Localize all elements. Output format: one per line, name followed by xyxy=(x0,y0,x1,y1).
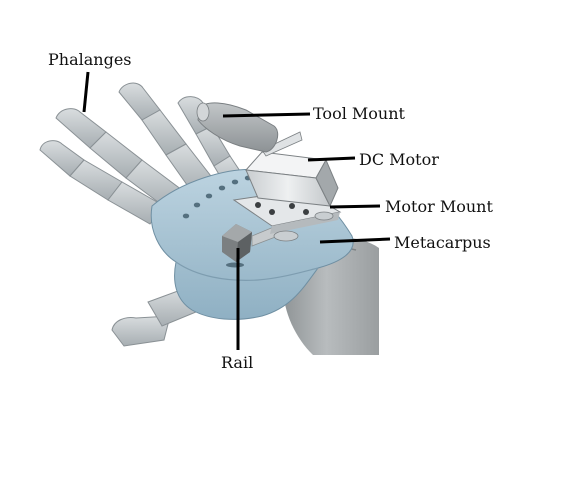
tool-mount xyxy=(196,102,279,153)
label-phalanges: Phalanges xyxy=(48,50,132,69)
leader-dc-motor xyxy=(307,156,356,162)
finger-little xyxy=(39,140,165,225)
label-dc-motor: DC Motor xyxy=(359,150,439,169)
leader-phalanges xyxy=(82,71,90,113)
label-motor-mount: Motor Mount xyxy=(385,197,493,216)
label-tool-mount: Tool Mount xyxy=(313,104,405,123)
dc-motor xyxy=(244,131,339,208)
leader-lines xyxy=(82,71,391,350)
leader-tool-mount xyxy=(222,112,311,118)
rail-block xyxy=(222,224,279,262)
label-metacarpus: Metacarpus xyxy=(394,233,491,252)
leader-motor-mount xyxy=(329,204,381,209)
leader-metacarpus xyxy=(319,237,391,244)
label-rail: Rail xyxy=(221,353,254,372)
